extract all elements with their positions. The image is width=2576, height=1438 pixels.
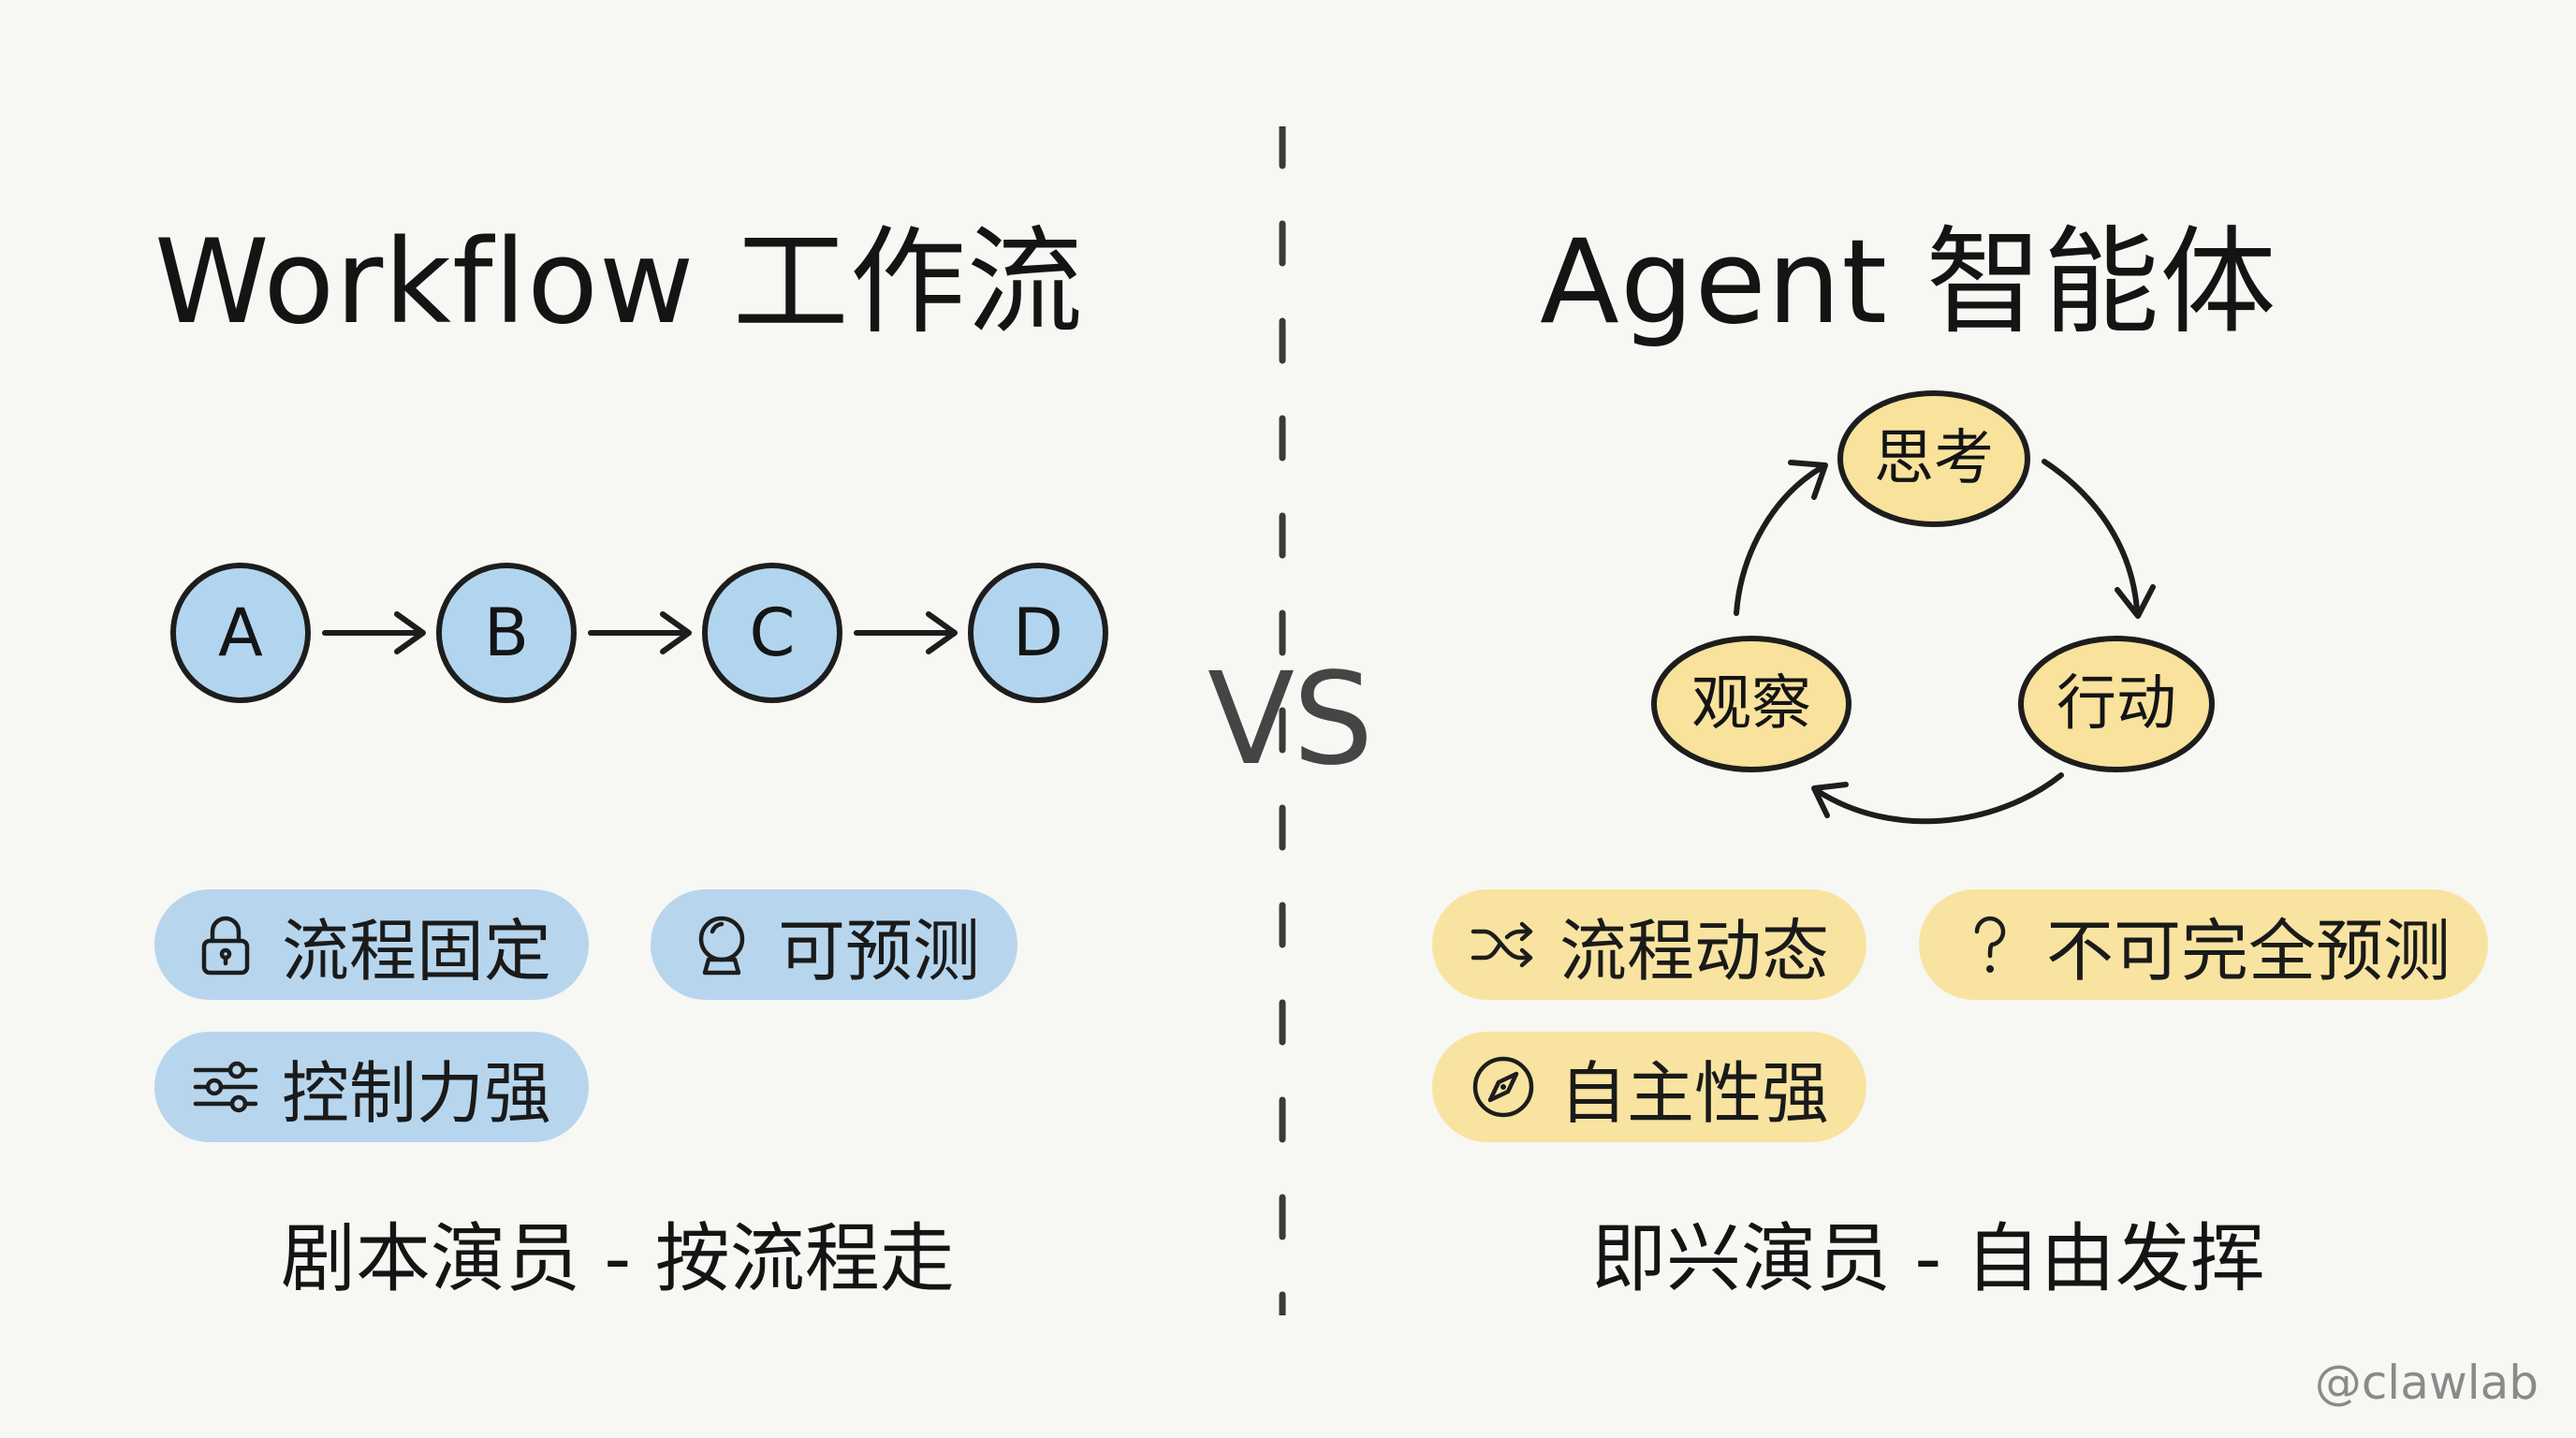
tag-fixed-process: 流程固定 bbox=[154, 889, 590, 1000]
tag-dynamic-process: 流程动态 bbox=[1432, 889, 1867, 1000]
workflow-node-b-label: B bbox=[484, 594, 529, 671]
workflow-node-c-label: C bbox=[750, 594, 796, 671]
workflow-node-d bbox=[968, 563, 1108, 703]
agent-caption: 即兴演员 - 自由发挥 bbox=[1591, 1215, 2265, 1302]
tag-strong-autonomy: 自主性强 bbox=[1432, 1032, 1867, 1142]
compass-icon bbox=[1468, 1051, 1539, 1123]
tag-strong-control-label: 控制力强 bbox=[282, 1053, 552, 1133]
tag-dynamic-process-label: 流程动态 bbox=[1559, 911, 1830, 990]
cycle-node-act bbox=[2018, 636, 2215, 772]
lock-icon bbox=[190, 909, 261, 980]
arrow-b-to-c bbox=[588, 611, 692, 654]
workflow-node-a bbox=[170, 563, 311, 703]
tag-predictable: 可预测 bbox=[651, 889, 1018, 1000]
workflow-node-a-label: A bbox=[218, 594, 263, 671]
workflow-title: Workflow 工作流 bbox=[154, 215, 1084, 350]
cycle-node-observe bbox=[1651, 636, 1852, 772]
shuffle-icon bbox=[1468, 909, 1539, 980]
workflow-node-c bbox=[702, 563, 842, 703]
question-icon bbox=[1954, 909, 2026, 980]
arrow-think-to-act bbox=[2042, 459, 2156, 619]
cycle-node-act-label: 行动 bbox=[2056, 669, 2176, 739]
arrow-c-to-d bbox=[854, 611, 958, 654]
arrow-a-to-b bbox=[322, 611, 426, 654]
arrow-observe-to-think bbox=[1734, 460, 1828, 616]
cycle-node-observe-label: 观察 bbox=[1691, 669, 1811, 739]
arrow-act-to-observe bbox=[1811, 772, 2064, 825]
tag-predictable-label: 可预测 bbox=[778, 911, 981, 990]
tag-fixed-process-label: 流程固定 bbox=[282, 911, 552, 990]
workflow-caption: 剧本演员 - 按流程走 bbox=[281, 1215, 955, 1302]
agent-title: Agent 智能体 bbox=[1540, 215, 2277, 350]
dashed-divider bbox=[1279, 126, 1286, 1315]
tag-strong-control: 控制力强 bbox=[154, 1032, 590, 1142]
tag-not-fully-predictable: 不可完全预测 bbox=[1919, 889, 2489, 1000]
cycle-node-think bbox=[1837, 390, 2030, 527]
watermark: @clawlab bbox=[2314, 1356, 2539, 1410]
tag-not-fully-predictable-label: 不可完全预测 bbox=[2046, 911, 2452, 990]
cycle-node-think-label: 思考 bbox=[1874, 424, 1994, 493]
workflow-node-d-label: D bbox=[1013, 594, 1063, 671]
workflow-node-b bbox=[436, 563, 577, 703]
crystal-ball-icon bbox=[686, 909, 757, 980]
tag-strong-autonomy-label: 自主性强 bbox=[1559, 1053, 1830, 1133]
vs-label: VS bbox=[1208, 646, 1373, 794]
sliders-icon bbox=[190, 1051, 261, 1123]
